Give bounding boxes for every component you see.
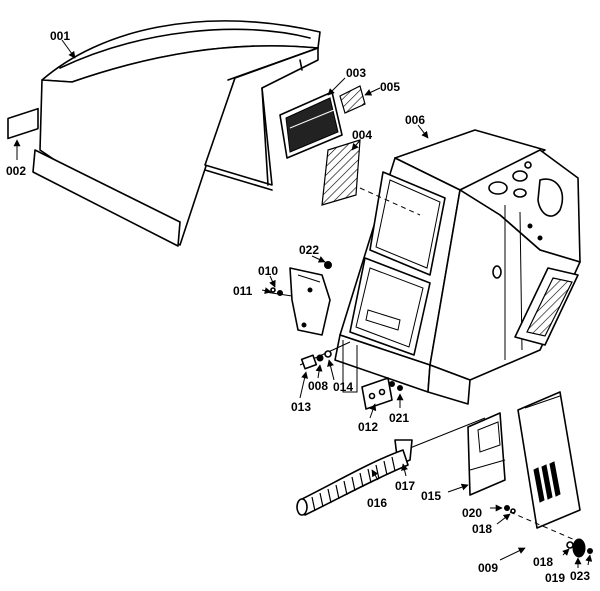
label-004: 004 (352, 128, 372, 142)
label-006: 006 (405, 113, 425, 127)
label-018-b: 018 (533, 555, 553, 569)
label-015: 015 (421, 489, 441, 503)
leader-arrows (13, 39, 593, 568)
part-labels: 001 002 003 004 005 006 008 009 010 011 … (6, 29, 590, 585)
label-002: 002 (6, 164, 26, 178)
mount-plate (361, 377, 403, 410)
label-009: 009 (478, 561, 498, 575)
fitting-assembly (299, 340, 358, 393)
label-012: 012 (358, 420, 378, 434)
label-008: 008 (308, 379, 328, 393)
label-020: 020 (462, 506, 482, 520)
label-011: 011 (233, 284, 253, 298)
label-013: 013 (291, 400, 311, 414)
part-004-plate (321, 139, 361, 206)
part-003-panel (279, 91, 343, 159)
part-005-tag (339, 85, 366, 114)
label-019: 019 (545, 571, 565, 585)
label-010: 010 (258, 264, 278, 278)
label-003: 003 (346, 66, 366, 80)
label-001: 001 (50, 29, 70, 43)
main-cabinet (334, 129, 581, 405)
hood-cover (32, 20, 321, 247)
part-015-cover (467, 412, 506, 496)
label-014: 014 (333, 380, 353, 394)
label-021: 021 (389, 411, 409, 425)
label-016: 016 (367, 496, 387, 510)
side-panel (509, 391, 581, 541)
label-023: 023 (570, 569, 590, 583)
label-005: 005 (380, 80, 400, 94)
hose-assembly (296, 417, 486, 516)
part-002-label (7, 107, 39, 140)
fasteners-lower (504, 505, 593, 558)
label-022: 022 (299, 243, 319, 257)
label-017: 017 (395, 479, 415, 493)
label-018-a: 018 (472, 522, 492, 536)
